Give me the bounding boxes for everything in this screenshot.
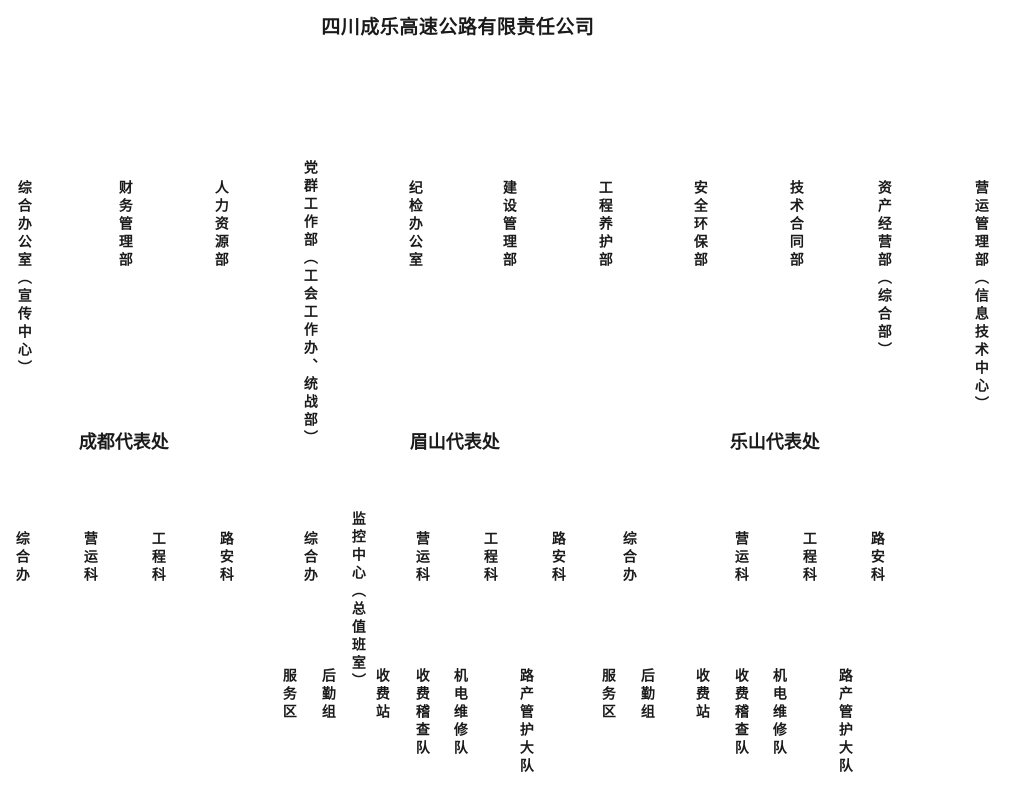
dept-name: 人力资源部 <box>213 180 229 270</box>
dept-maintenance: 工程养护部 <box>597 180 613 270</box>
unit-leshan-toll-station: 收费站 <box>694 668 710 722</box>
office-chengdu: 成都代表处 <box>79 432 169 453</box>
dept-name: 工程养护部 <box>597 180 613 270</box>
section-chengdu-general: 综合办 <box>14 531 30 585</box>
dept-note: （工会工作办、统战部） <box>302 250 318 448</box>
unit-meishan-service-area: 服务区 <box>281 668 297 722</box>
section-leshan-general: 综合办 <box>621 531 637 585</box>
dept-name: 纪检办公室 <box>407 180 423 270</box>
company-title: 四川成乐高速公路有限责任公司 <box>321 16 595 38</box>
dept-finance: 财务管理部 <box>117 180 133 270</box>
section-meishan-general: 综合办 <box>302 531 318 585</box>
section-meishan-monitoring: 监控中心（总值班室） <box>350 511 366 691</box>
dept-construction: 建设管理部 <box>501 180 517 270</box>
dept-name: 建设管理部 <box>501 180 517 270</box>
section-note: （总值班室） <box>350 583 366 691</box>
dept-safety: 安全环保部 <box>692 180 708 270</box>
section-leshan-road-safety: 路安科 <box>869 531 885 585</box>
dept-note: （信息技术中心） <box>973 270 989 414</box>
dept-name: 营运管理部 <box>973 180 989 270</box>
section-leshan-engineering: 工程科 <box>801 531 817 585</box>
unit-leshan-road-asset: 路产管护大队 <box>837 668 853 776</box>
dept-hr: 人力资源部 <box>213 180 229 270</box>
dept-name: 财务管理部 <box>117 180 133 270</box>
dept-name: 技术合同部 <box>788 180 804 270</box>
unit-leshan-toll-audit: 收费稽查队 <box>733 668 749 758</box>
dept-name: 资产经营部 <box>876 180 892 270</box>
dept-discipline-office: 纪检办公室 <box>407 180 423 270</box>
dept-name: 党群工作部 <box>302 160 318 250</box>
office-meishan: 眉山代表处 <box>410 432 500 453</box>
section-chengdu-road-safety: 路安科 <box>218 531 234 585</box>
section-meishan-engineering: 工程科 <box>482 531 498 585</box>
unit-meishan-electromech: 机电维修队 <box>452 668 468 758</box>
unit-meishan-toll-audit: 收费稽查队 <box>414 668 430 758</box>
dept-note: （宣传中心） <box>16 270 32 378</box>
unit-leshan-electromech: 机电维修队 <box>771 668 787 758</box>
unit-meishan-road-asset: 路产管护大队 <box>518 668 534 776</box>
unit-leshan-logistics: 后勤组 <box>639 668 655 722</box>
office-leshan: 乐山代表处 <box>730 432 820 453</box>
dept-general-office: 综合办公室（宣传中心） <box>16 180 32 378</box>
section-chengdu-engineering: 工程科 <box>150 531 166 585</box>
dept-assets: 资产经营部（综合部） <box>876 180 892 360</box>
section-chengdu-operations: 营运科 <box>82 531 98 585</box>
dept-contracts: 技术合同部 <box>788 180 804 270</box>
section-name: 监控中心 <box>350 511 366 583</box>
section-meishan-operations: 营运科 <box>414 531 430 585</box>
section-meishan-road-safety: 路安科 <box>550 531 566 585</box>
unit-meishan-logistics: 后勤组 <box>320 668 336 722</box>
section-leshan-operations: 营运科 <box>733 531 749 585</box>
dept-party-affairs: 党群工作部（工会工作办、统战部） <box>302 160 318 448</box>
unit-leshan-service-area: 服务区 <box>600 668 616 722</box>
dept-name: 安全环保部 <box>692 180 708 270</box>
dept-operations: 营运管理部（信息技术中心） <box>973 180 989 414</box>
unit-meishan-toll-station: 收费站 <box>374 668 390 722</box>
dept-name: 综合办公室 <box>16 180 32 270</box>
dept-note: （综合部） <box>876 270 892 360</box>
